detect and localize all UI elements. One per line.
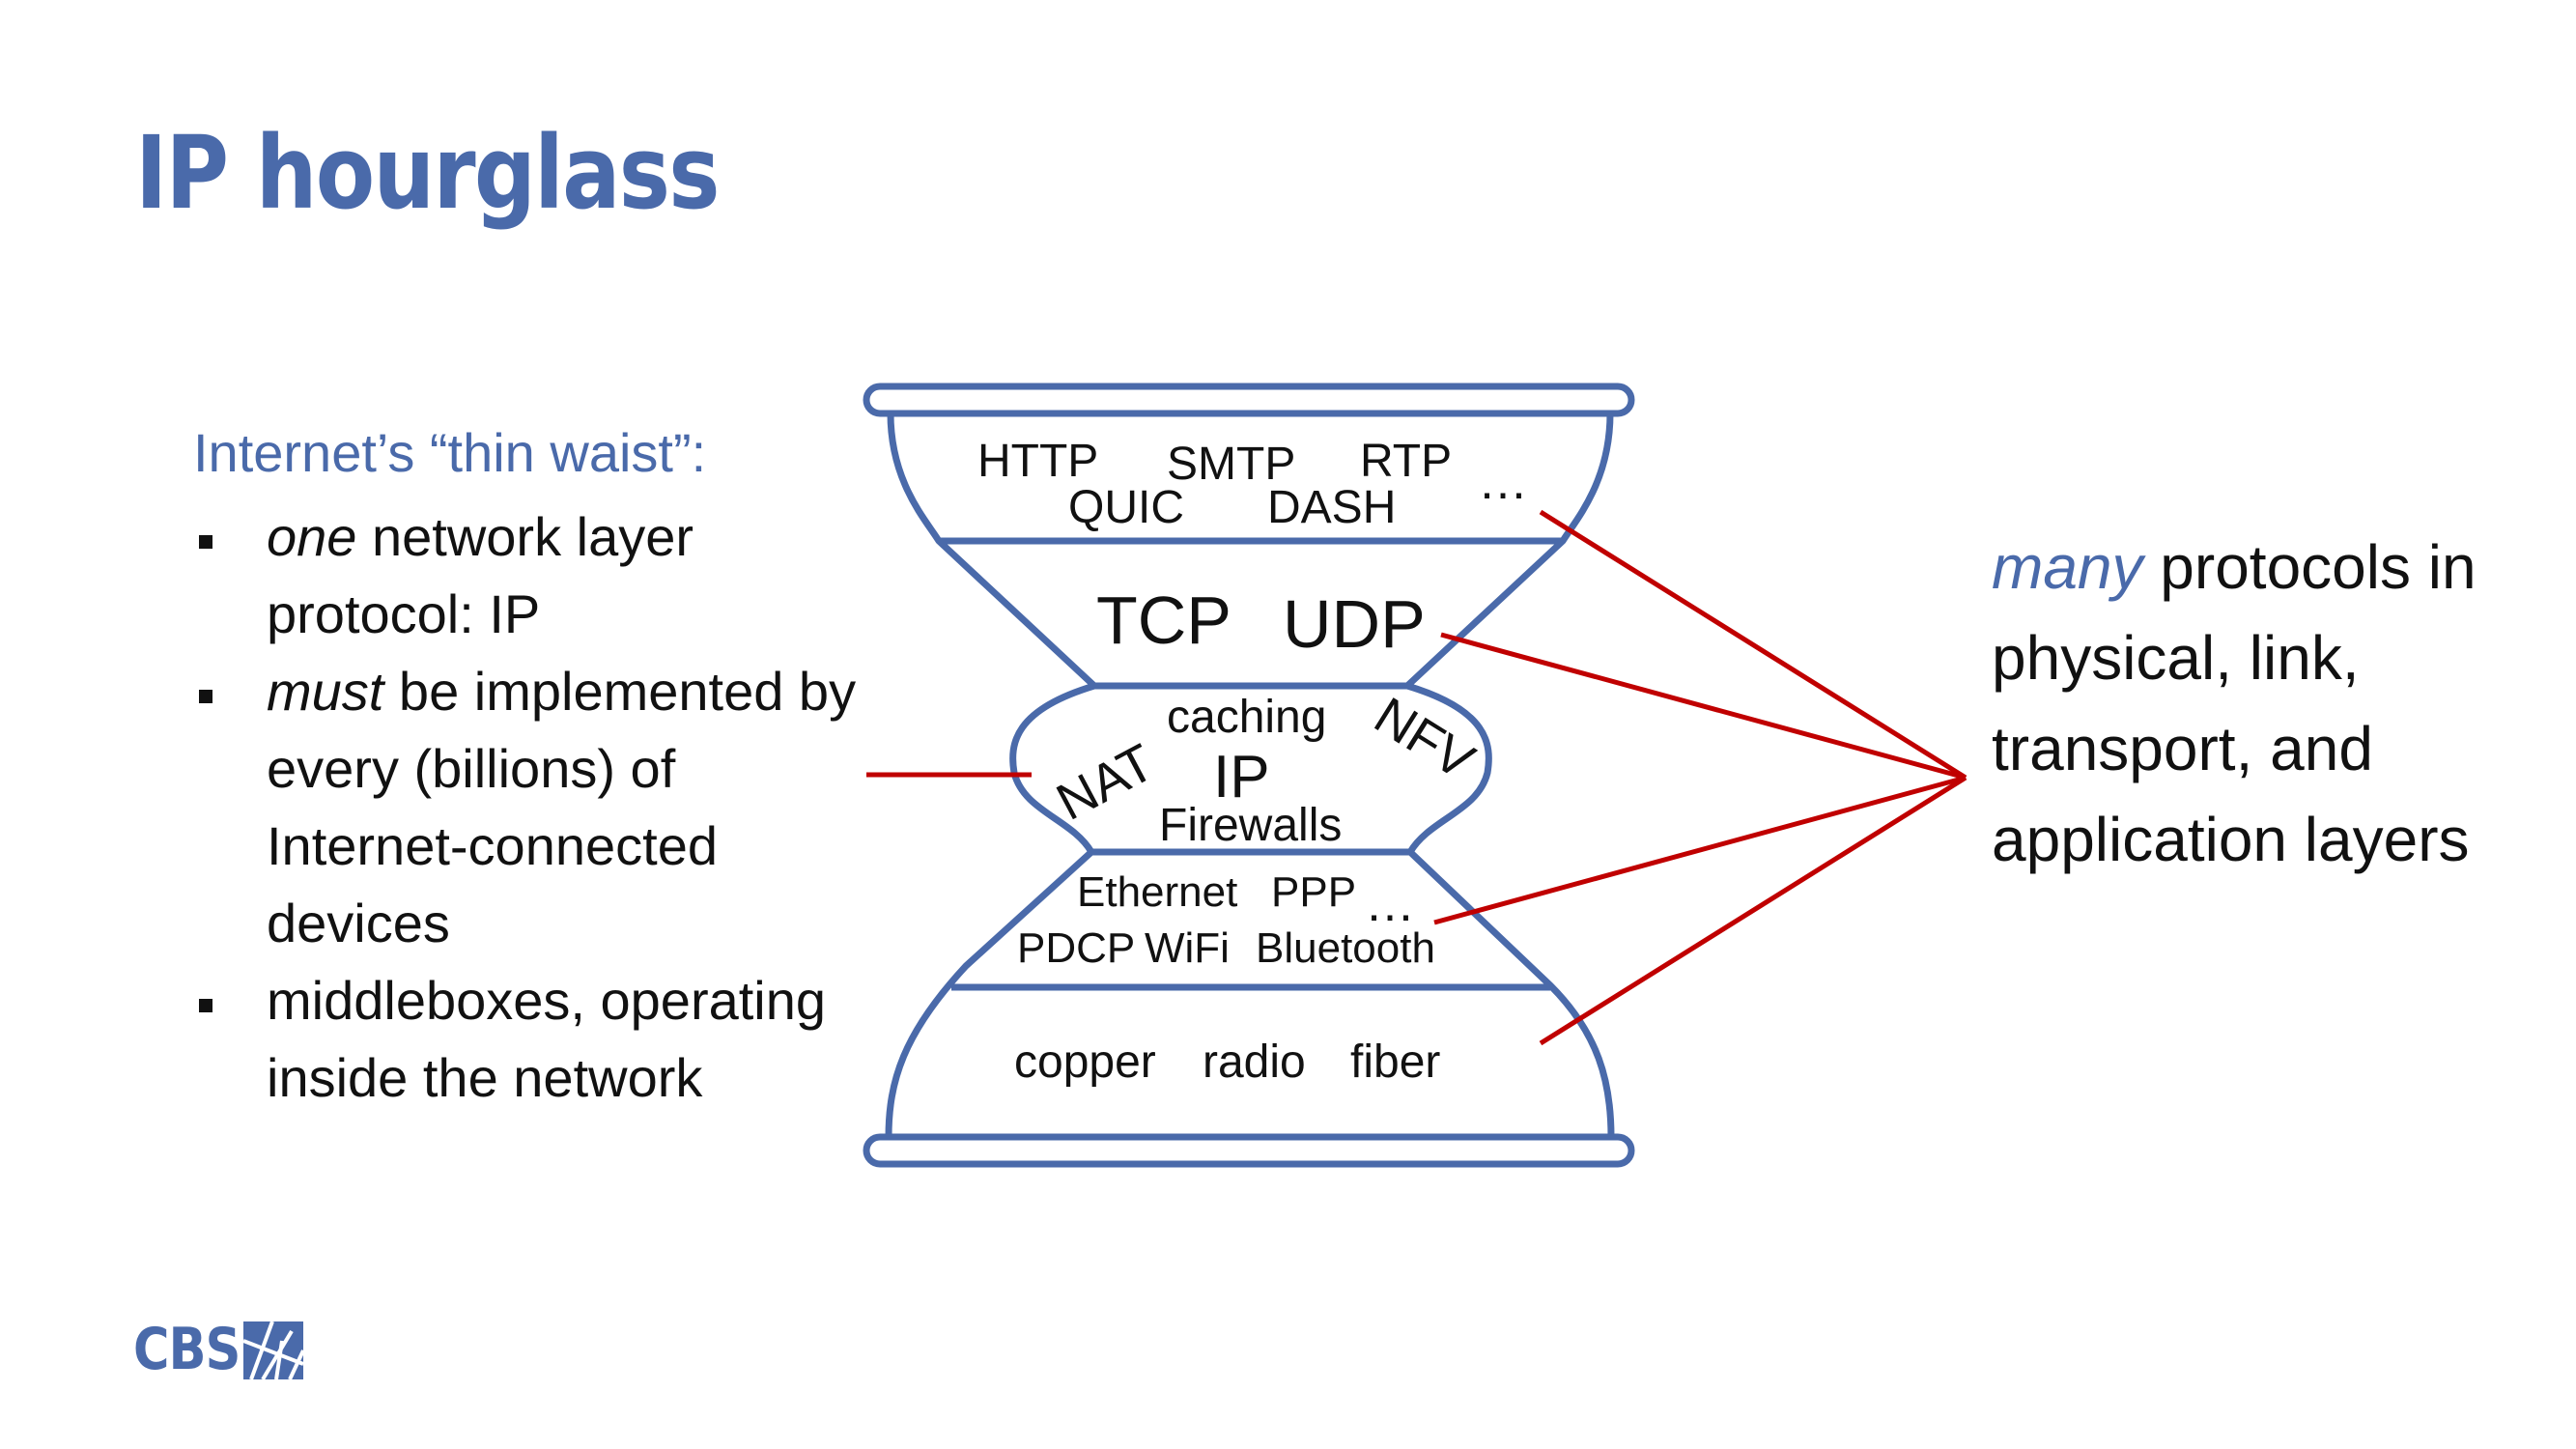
pointer-line-application [1539,509,1967,781]
pointer-line-physical [1539,775,1967,1046]
callout-emphasis: many [1992,532,2143,602]
bullet-item: middleboxes, operating inside the networ… [193,962,869,1117]
middlebox-nat: NAT [1047,733,1163,832]
bullet-emphasis: one [267,506,357,567]
middlebox-caching: caching [1167,692,1326,743]
medium-copper: copper [1014,1037,1156,1088]
pointer-lines [866,509,1967,1046]
thin-waist-heading: Internet’s “thin waist”: [193,422,707,483]
protocol-quic: QUIC [1068,482,1184,533]
pointer-line-transport [1440,632,1967,781]
protocol-tcp: TCP [1096,582,1231,658]
slide-title: IP hourglass [135,114,720,232]
callout-text: protocols in physical, link, transport, … [1992,532,2477,874]
square-bullet-icon [199,535,212,549]
protocol-ppp: PPP [1271,868,1356,916]
protocol-ip: IP [1213,744,1270,810]
bullet-item: one network layer protocol: IP [193,498,869,653]
medium-fiber: fiber [1350,1037,1440,1088]
protocol-wifi: WiFi [1145,924,1230,972]
hourglass-outline [863,383,1635,1168]
link-ellipsis: … [1365,876,1415,932]
many-protocols-callout: many protocols in physical, link, transp… [1992,522,2533,885]
bullet-list: one network layer protocol: IP must be i… [193,498,869,1117]
protocol-rtp: RTP [1360,436,1452,487]
bullet-text: middleboxes, operating inside the networ… [267,970,827,1108]
bullet-text: be implemented by every (billions) of In… [267,661,857,953]
protocol-udp: UDP [1283,586,1426,662]
hourglass-bottom-bar [863,1133,1635,1168]
application-ellipsis: … [1478,454,1528,510]
middlebox-firewalls: Firewalls [1159,800,1342,851]
protocol-dash: DASH [1267,482,1396,533]
square-bullet-icon [199,690,212,703]
bullet-emphasis: must [267,661,384,722]
medium-radio: radio [1203,1037,1306,1088]
protocol-ethernet: Ethernet [1077,868,1237,916]
bullet-item: must be implemented by every (billions) … [193,653,869,962]
hourglass-right-side [1403,412,1615,1138]
cbs-logo-mark-icon [242,1321,305,1381]
cbs-logo-text: CBS [133,1316,241,1383]
protocol-smtp: SMTP [1167,439,1295,490]
protocol-pdcp: PDCP [1017,924,1135,972]
protocol-http: HTTP [977,436,1098,487]
protocol-bluetooth: Bluetooth [1256,924,1435,972]
square-bullet-icon [199,999,212,1012]
pointer-line-link [1433,775,1967,925]
middlebox-nfv: NFV [1365,687,1484,791]
bullet-text: network layer protocol: IP [267,506,694,644]
hourglass-top-bar [863,383,1635,417]
